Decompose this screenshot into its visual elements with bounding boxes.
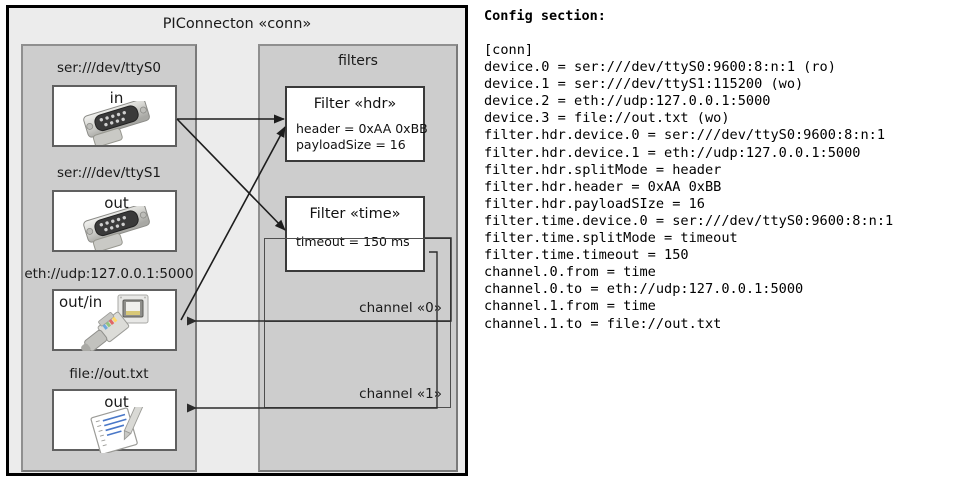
ethernet-plug-icon [76, 311, 142, 355]
config-line: filter.time.splitMode = timeout [484, 230, 738, 247]
device-card-ttys0[interactable]: in [52, 85, 177, 149]
device-label-in-0: in [109, 89, 124, 107]
config-line: filter.hdr.device.0 = ser:///dev/ttyS0:9… [484, 127, 886, 144]
config-line: filter.hdr.payloadSIze = 16 [484, 195, 705, 212]
config-line: channel.0.from = time [484, 264, 656, 281]
config-lines: [conn]device.0 = ser:///dev/ttyS0:9600:8… [484, 42, 893, 333]
diagram-title: PIConnecton «conn» [162, 16, 312, 32]
config-line: device.2 = eth://udp:127.0.0.1:5000 [484, 93, 771, 110]
channel-0-label: channel «0» [359, 300, 442, 316]
config-line: device.0 = ser:///dev/ttyS0:9600:8:n:1 (… [484, 59, 836, 76]
channel-1-label: channel «1» [359, 386, 442, 402]
config-panel: Config section: [conn]device.0 = ser:///… [482, 0, 964, 484]
device-caption-eth: eth://udp:127.0.0.1:5000 [24, 266, 194, 282]
device-card-ttys1[interactable]: out [52, 190, 177, 254]
config-line: filter.hdr.header = 0xAA 0xBB [484, 178, 722, 195]
device-label-out-1: out [104, 194, 129, 212]
device-card-eth[interactable]: out/in [52, 289, 177, 354]
filter-time-title: Filter «time» [309, 206, 401, 222]
config-heading: Config section: [484, 8, 606, 24]
config-line: filter.hdr.device.1 = eth://udp:127.0.0.… [484, 144, 861, 161]
filter-box-hdr[interactable]: Filter «hdr» header = 0xAA 0xBB payloadS… [285, 86, 428, 162]
serial-db9-icon [76, 98, 160, 149]
filter-hdr-prop-payloadsize: payloadSize = 16 [296, 137, 406, 152]
config-line: filter.time.timeout = 150 [484, 247, 689, 264]
device-caption-ttys1: ser:///dev/ttyS1 [57, 165, 161, 181]
config-line: channel.1.to = file://out.txt [484, 315, 722, 332]
filters-group-title: filters [338, 53, 378, 69]
device-caption-file: file://out.txt [69, 366, 149, 382]
device-label-outin: out/in [59, 293, 103, 311]
config-line: filter.time.device.0 = ser:///dev/ttyS0:… [484, 212, 894, 229]
config-line: channel.1.from = time [484, 298, 656, 315]
filter-hdr-prop-header: header = 0xAA 0xBB [296, 121, 428, 136]
ethernet-jack-icon [116, 294, 152, 330]
config-line: channel.0.to = eth://udp:127.0.0.1:5000 [484, 281, 804, 298]
diagram-panel: PIConnecton «conn» ser:///dev/ttyS0 in [6, 5, 468, 476]
channel-box-1[interactable]: channel «1» [264, 321, 451, 408]
config-line: device.3 = file://out.txt (wo) [484, 110, 730, 127]
device-label-out-3: out [104, 393, 129, 411]
config-line: filter.hdr.splitMode = header [484, 161, 722, 178]
filter-hdr-title: Filter «hdr» [313, 96, 397, 112]
serial-db9-icon [76, 203, 160, 254]
config-line: device.1 = ser:///dev/ttyS1:115200 (wo) [484, 76, 804, 93]
device-caption-ttys0: ser:///dev/ttyS0 [57, 60, 161, 76]
channel-box-0[interactable]: channel «0» [264, 238, 451, 322]
config-line: [conn] [484, 42, 534, 58]
text-file-icon [87, 402, 149, 457]
device-card-file[interactable]: out [52, 389, 177, 455]
